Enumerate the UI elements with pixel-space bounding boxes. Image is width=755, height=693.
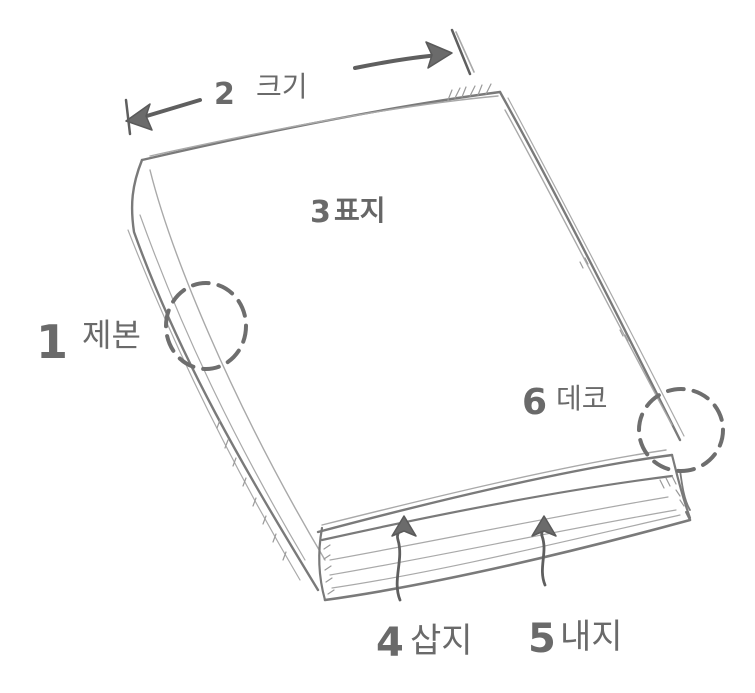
cover-label-text: 표지 (334, 194, 386, 227)
endpaper-pointer (391, 515, 417, 602)
size-label-number: 2 (214, 77, 235, 112)
endpaper-label-number: 4 (376, 620, 404, 666)
arrow-up-icon (531, 515, 557, 537)
page-block-bottom (323, 518, 692, 602)
arrow-right-icon (425, 41, 453, 69)
inner-pages-label-text: 내지 (560, 617, 623, 657)
binding-label-number: 1 (36, 315, 68, 369)
arrow-up-icon (391, 515, 417, 537)
size-arrow-right-shaft (353, 53, 442, 70)
size-dimension-arrows (124, 28, 475, 136)
inner-pages-pointer (531, 515, 557, 587)
inner-pages-label-number: 5 (528, 616, 556, 662)
cover-right-edge (498, 90, 682, 442)
cover-bottom-edge (316, 453, 674, 534)
binding-label-text: 제본 (82, 316, 141, 354)
endpaper-label-text: 삽지 (410, 621, 473, 661)
headband-callout-circle (637, 387, 725, 473)
arrow-left-icon (125, 103, 153, 131)
headband-label-text: 데코 (556, 382, 608, 415)
inner-pages-arrow-shaft (540, 526, 547, 587)
book-sketch (127, 83, 692, 602)
page-block-top (320, 474, 674, 542)
cover-label-number: 3 (310, 195, 331, 230)
binding-callout-circle (164, 281, 248, 371)
spine-outer (130, 158, 320, 592)
size-label-text: 크기 (256, 70, 308, 103)
headband-label-number: 6 (522, 382, 547, 423)
